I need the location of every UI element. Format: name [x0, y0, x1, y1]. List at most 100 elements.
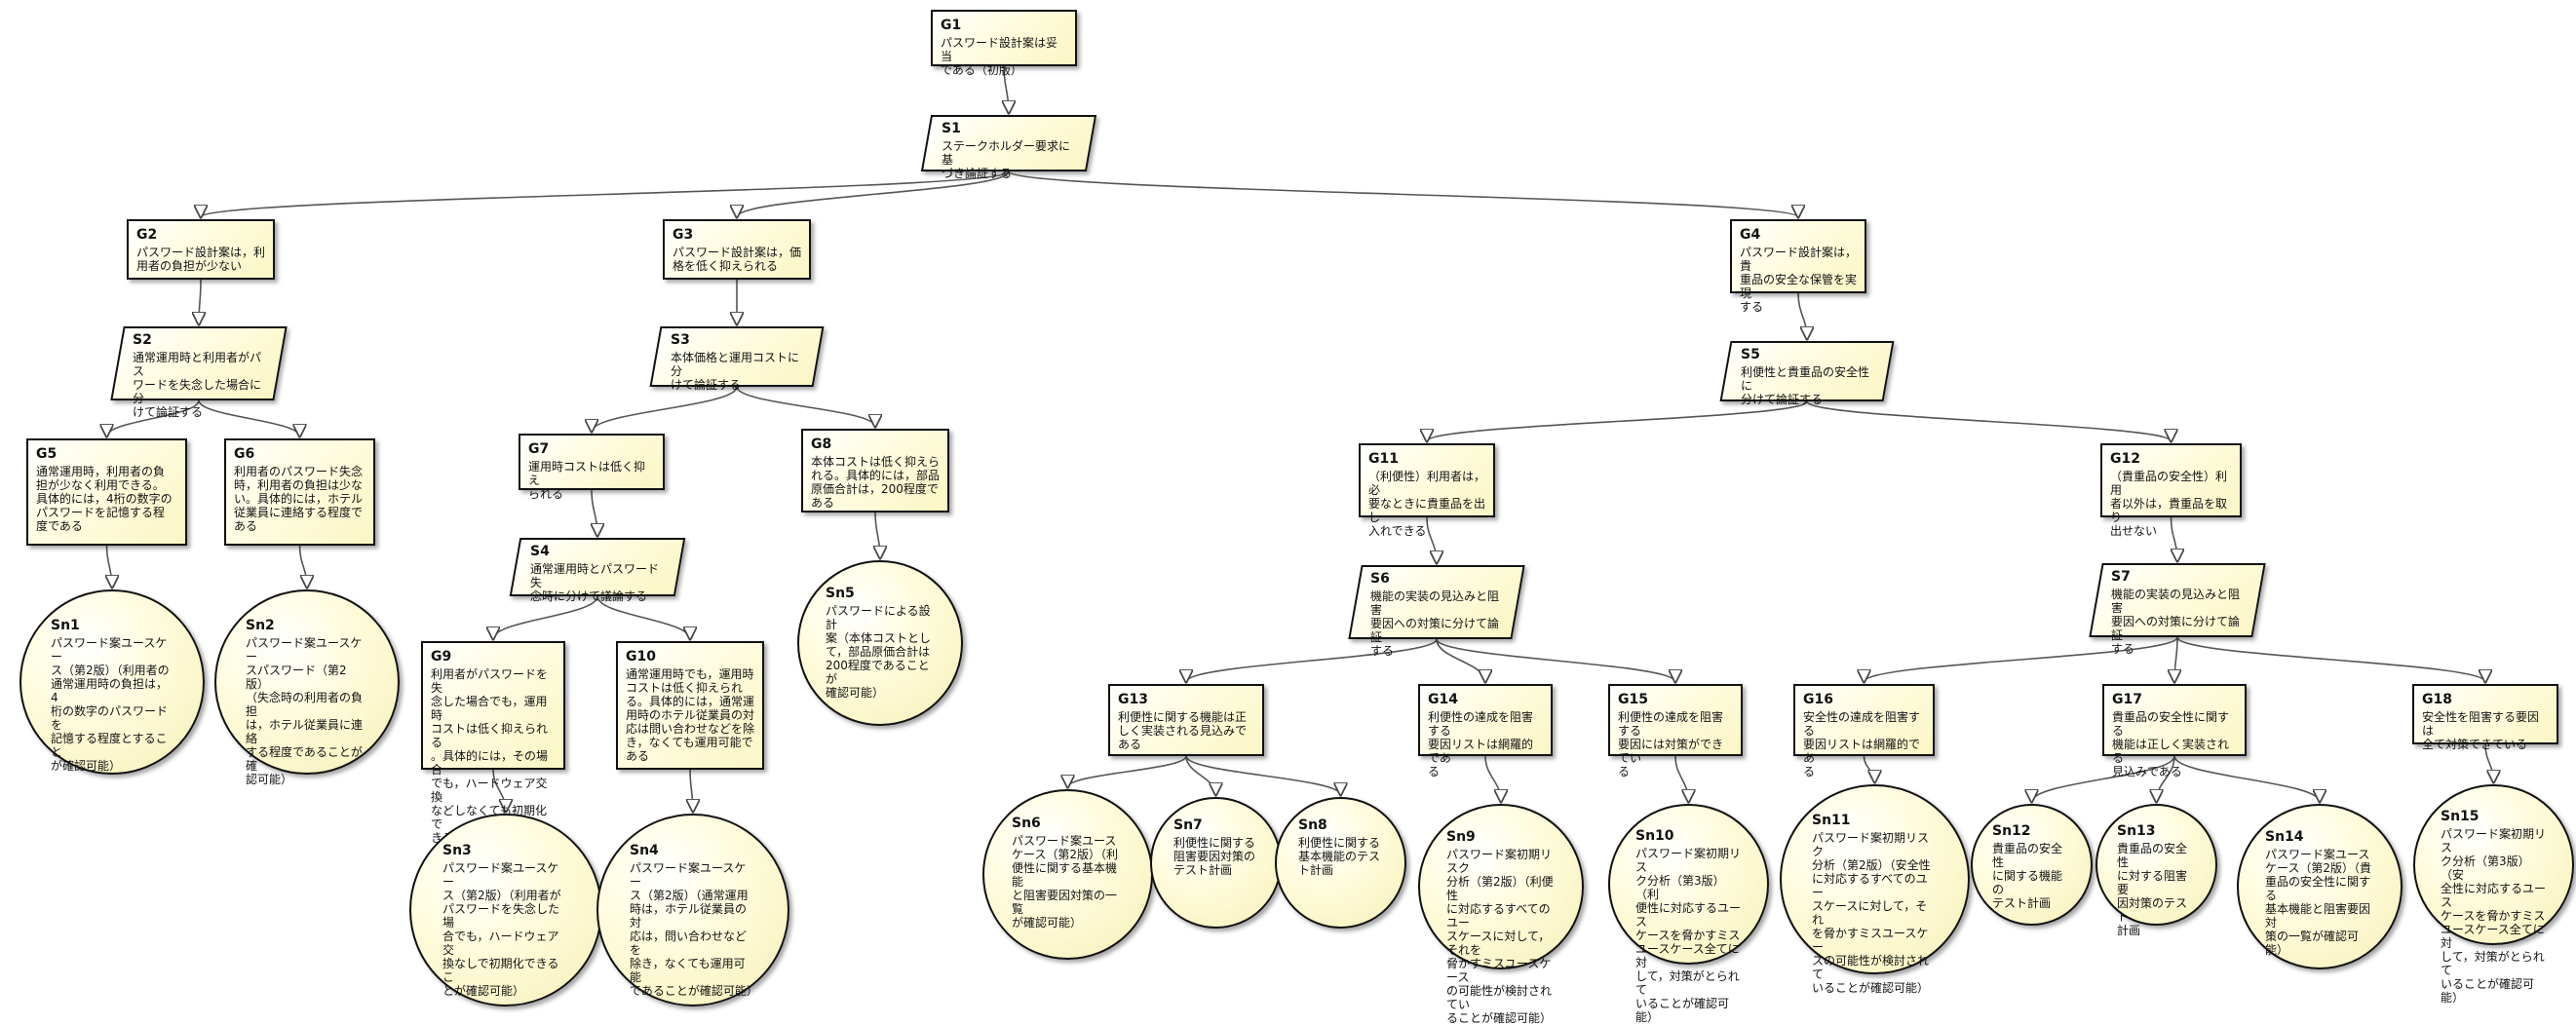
node-id: G15: [1618, 692, 1648, 707]
connector-g8-sn5: [875, 512, 880, 558]
node-text: 利便性と貴重品の安全性に 分けて論証する: [1741, 365, 1870, 406]
connector-s7-g17: [2174, 636, 2177, 682]
node-id: S5: [1741, 347, 1760, 362]
node-text: パスワード設計案は，貴 重品の安全な保管を実現 する: [1740, 246, 1858, 314]
node-id: Sn7: [1173, 817, 1203, 833]
node-id: G9: [431, 649, 452, 664]
node-id: Sn11: [1812, 813, 1851, 828]
node-id: Sn12: [1992, 823, 2031, 839]
node-id: G17: [2112, 692, 2142, 707]
node-text: 利便性の達成を阻害する 要因には対策ができてい る: [1618, 710, 1724, 778]
node-text: 利便性に関する機能は正 しく実装される見込みで ある: [1118, 710, 1248, 751]
node-id: S3: [671, 332, 690, 348]
node-text: （貴重品の安全性）利用 者以外は，貴重品を取り 出せない: [2110, 470, 2228, 538]
connector-g17-sn13: [2157, 755, 2175, 802]
connector-g14-sn9: [1484, 755, 1501, 802]
solution-content: Sn7 利便性に関する 阻害要因対策の テスト計画: [1173, 817, 1258, 927]
node-text: パスワード設計案は，価 格を低く抑えられる: [673, 246, 802, 273]
connector-g17-sn14: [2173, 755, 2320, 802]
goal-node-g12: G12（貴重品の安全性）利用 者以外は，貴重品を取り 出せない: [2100, 443, 2242, 538]
node-text: （利便性）利用者は，必 要なときに貴重品を出し 入れできる: [1368, 470, 1486, 538]
node-text: パスワード案ユースケー ス（第2版）（利用者の 通常運用時の負担は，4 桁の数字…: [51, 636, 170, 773]
solution-content: Sn1 パスワード案ユースケー ス（第2版）（利用者の 通常運用時の負担は，4 桁…: [51, 618, 173, 773]
connector-s4-g9: [493, 595, 598, 639]
connector-g10-sn4: [690, 769, 693, 812]
node-id: Sn2: [246, 618, 275, 633]
goal-node-g15: G15 利便性の達成を阻害する 要因には対策ができてい る: [1608, 684, 1743, 778]
node-id: S2: [133, 332, 152, 348]
strategy-content: S1 ステークホルダー要求に基 づき論証する: [926, 115, 1092, 180]
node-text: 貴重品の安全性 に対する阻害要 因対策のテスト 計画: [2117, 842, 2188, 937]
node-id: G5: [36, 446, 58, 462]
node-id: S6: [1370, 571, 1390, 587]
connector-s7-g18: [2176, 636, 2485, 682]
connector-g11-s6: [1426, 516, 1437, 563]
node-id: Sn8: [1298, 817, 1327, 833]
node-id: Sn6: [1012, 816, 1041, 831]
node-id: S4: [530, 544, 550, 559]
solution-node-sn8: Sn8 利便性に関する 基本機能のテス ト計画: [1275, 797, 1406, 929]
solution-content: Sn5 パスワードによる設計 案（本体コストとし て，部品原価合計は 200程度で…: [826, 586, 935, 724]
node-text: ステークホルダー要求に基 づき論証する: [942, 139, 1071, 180]
node-id: Sn1: [51, 618, 80, 633]
solution-node-sn1: Sn1 パスワード案ユースケー ス（第2版）（利用者の 通常運用時の負担は，4 桁…: [19, 589, 205, 775]
connector-s4-g10: [596, 595, 690, 639]
connector-g1-s1: [1004, 65, 1009, 113]
node-text: 通常運用時とパスワード失 念時に分けて議論する: [530, 562, 660, 603]
node-id: G6: [234, 446, 255, 462]
connector-g13-sn8: [1185, 755, 1341, 795]
connector-s7-g16: [1865, 636, 2178, 682]
node-text: パスワード設計案は，利 用者の負担が少ない: [136, 246, 266, 273]
node-text: 通常運用時でも，運用時 コストは低く抑えられ る。具体的には，通常運 用時のホテ…: [626, 667, 755, 763]
strategy-node-s4: S4 通常運用時とパスワード失 念時に分けて議論する: [509, 538, 686, 603]
connector-s5-g12: [1806, 400, 2172, 441]
node-text: 利便性に関する 基本機能のテス ト計画: [1298, 836, 1381, 877]
connector-g15-sn10: [1674, 755, 1689, 802]
node-id: Sn5: [826, 586, 855, 601]
node-text: パスワードによる設計 案（本体コストとし て，部品原価合計は 200程度であるこ…: [826, 604, 932, 700]
node-id: Sn14: [2265, 829, 2304, 845]
node-id: S1: [942, 121, 961, 136]
connector-s2-g5: [107, 399, 200, 437]
goal-node-g11: G11 （利便性）利用者は，必 要なときに貴重品を出し 入れできる: [1359, 443, 1495, 538]
node-text: 貴重品の安全性に関する 機能は正しく実装される 見込みである: [2112, 710, 2230, 778]
node-id: G11: [1368, 451, 1399, 467]
node-text: 利便性に関する 阻害要因対策の テスト計画: [1173, 836, 1256, 877]
node-id: G7: [528, 441, 550, 457]
node-text: パスワード案初期リス ク分析（第3版）（利 便性に対応するユース ケースを脅かす…: [1635, 847, 1742, 1024]
node-id: Sn9: [1446, 829, 1476, 845]
goal-node-g17: G17 貴重品の安全性に関する 機能は正しく実装される 見込みである: [2102, 684, 2247, 778]
goal-node-g3: G3 パスワード設計案は，価 格を低く抑えられる: [663, 219, 811, 280]
solution-node-sn7: Sn7 利便性に関する 阻害要因対策の テスト計画: [1150, 797, 1282, 929]
node-text: パスワード案ユースケー ス（第2版）（利用者が パスワードを失念した場 合でも，…: [442, 861, 561, 998]
connector-g13-sn7: [1185, 755, 1216, 795]
connector-g6-sn2: [298, 545, 308, 588]
strategy-content: S4 通常運用時とパスワード失 念時に分けて議論する: [515, 538, 680, 603]
node-id: G3: [673, 227, 694, 243]
connector-s5-g11: [1427, 400, 1808, 441]
